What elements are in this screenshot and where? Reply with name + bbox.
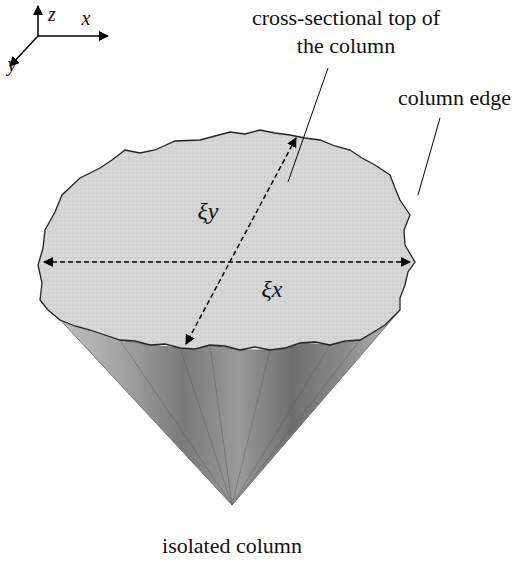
column-facets — [120, 340, 360, 505]
width-x-arrow — [44, 261, 410, 263]
width-y-arrow — [186, 138, 296, 344]
column-top — [38, 130, 415, 350]
axes — [10, 6, 108, 66]
dimension-label: ξy — [198, 196, 219, 226]
dimension-label: ξx — [262, 274, 283, 304]
edge-label: column edge — [398, 84, 511, 112]
leader-line — [288, 68, 328, 182]
leader-line — [418, 118, 440, 195]
caption-label: isolated column — [162, 532, 302, 560]
axis-label: z — [48, 2, 56, 27]
surface-label: cross-sectional top of the column — [251, 4, 441, 59]
axis-label: y — [8, 52, 17, 77]
axis-label: x — [82, 6, 91, 31]
